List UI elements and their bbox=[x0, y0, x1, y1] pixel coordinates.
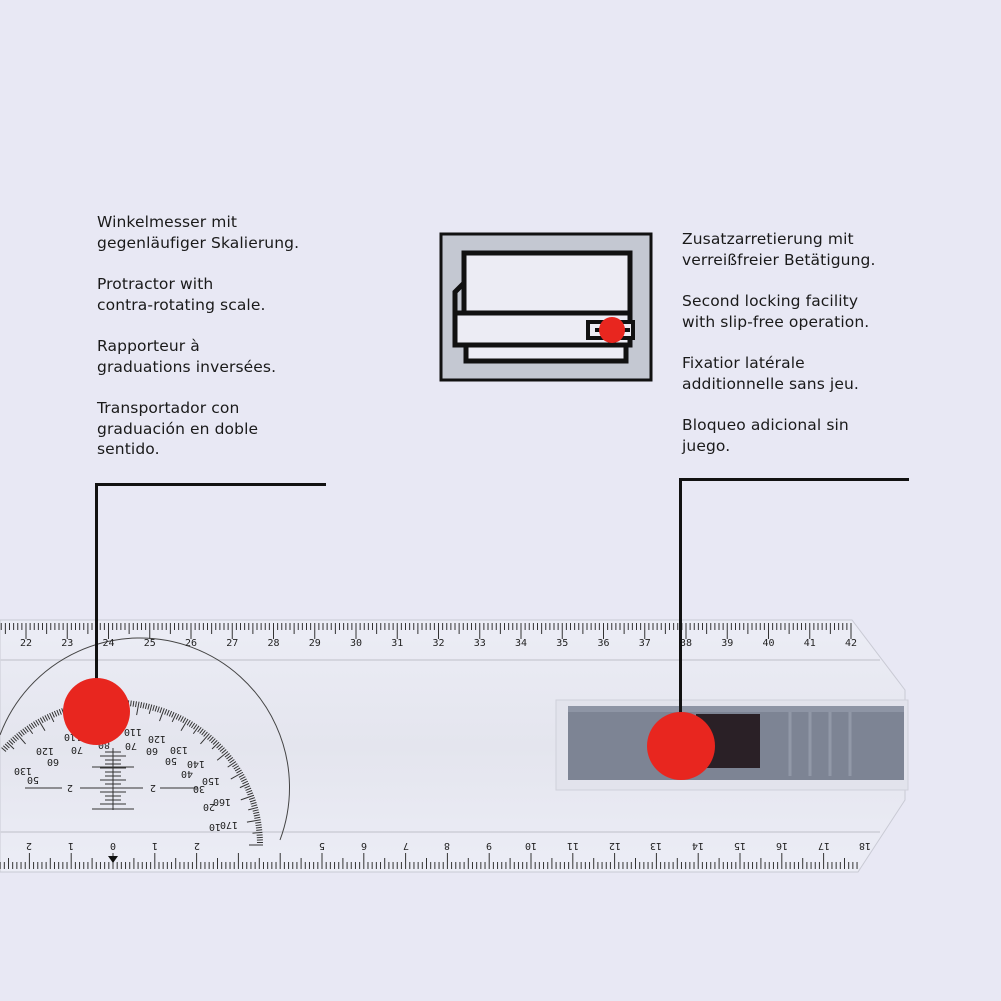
protractor-inner-label: 50 bbox=[165, 755, 178, 767]
top-scale-label: 27 bbox=[226, 638, 239, 649]
protractor-inner-label: 70 bbox=[71, 744, 84, 756]
top-scale-label: 31 bbox=[391, 638, 404, 649]
protractor-inner-label: 30 bbox=[193, 782, 206, 794]
locking-feature-description: Zusatzarretierung mit verreißfreier Betä… bbox=[682, 229, 922, 477]
protractor-inner-label: 60 bbox=[145, 745, 158, 757]
top-scale-label: 40 bbox=[762, 638, 775, 649]
description-de: Zusatzarretierung mit verreißfreier Betä… bbox=[682, 230, 876, 269]
bottom-scale-label: 10 bbox=[524, 840, 538, 851]
protractor-outer-label: 120 bbox=[36, 745, 55, 757]
top-scale-label: 36 bbox=[597, 638, 610, 649]
description-en: Protractor with contra-rotating scale. bbox=[97, 275, 266, 314]
bottom-scale-label: 8 bbox=[444, 840, 451, 851]
bottom-scale-label: 2 bbox=[26, 840, 33, 851]
protractor-outer-label: 110 bbox=[124, 726, 143, 738]
left-leader-horizontal bbox=[95, 483, 326, 486]
bottom-scale-label: 18 bbox=[859, 840, 872, 851]
protractor-outer-label: 130 bbox=[169, 744, 189, 756]
lock-marker-dot bbox=[647, 712, 715, 780]
bottom-scale-label: 7 bbox=[402, 840, 409, 851]
bottom-scale-label: 14 bbox=[692, 840, 705, 851]
top-scale-label: 22 bbox=[19, 638, 33, 649]
top-scale-label: 25 bbox=[143, 638, 156, 649]
protractor-feature-description: Winkelmesser mit gegenläufiger Skalierun… bbox=[97, 212, 337, 481]
top-scale-label: 23 bbox=[61, 638, 74, 649]
protractor-inner-label: 70 bbox=[125, 739, 138, 751]
top-scale-label: 37 bbox=[638, 638, 651, 649]
right-leader-vertical bbox=[679, 478, 682, 744]
bottom-scale-label: 9 bbox=[486, 840, 493, 851]
top-scale-label: 32 bbox=[432, 638, 445, 649]
top-scale-label: 35 bbox=[556, 638, 569, 649]
protractor-outer-label: 170 bbox=[220, 819, 239, 831]
description-es: Bloqueo adicional sin juego. bbox=[682, 416, 849, 455]
protractor-outer-label: 160 bbox=[213, 796, 232, 808]
bottom-scale-label: 1 bbox=[68, 840, 75, 851]
top-scale-label: 33 bbox=[473, 638, 486, 649]
protractor-inner-label: 20 bbox=[203, 801, 216, 813]
bottom-scale-label: 15 bbox=[733, 840, 747, 851]
protractor-center-label: 2 bbox=[66, 782, 74, 793]
protractor-marker-dot bbox=[63, 678, 130, 745]
top-scale-label: 39 bbox=[721, 638, 734, 649]
protractor-inner-label: 60 bbox=[47, 756, 60, 768]
top-scale-label: 29 bbox=[308, 638, 321, 649]
protractor-inner-label: 40 bbox=[180, 767, 193, 779]
bottom-scale-label: 13 bbox=[650, 840, 663, 851]
top-scale-label: 24 bbox=[102, 638, 115, 649]
top-scale-label: 41 bbox=[803, 638, 816, 649]
description-fr: Rapporteur à graduations inversées. bbox=[97, 337, 277, 376]
left-leader-vertical bbox=[95, 483, 98, 711]
description-en: Second locking facility with slip-free o… bbox=[682, 292, 870, 331]
protractor-inner-label: 10 bbox=[209, 821, 222, 833]
protractor-inner-label: 50 bbox=[27, 774, 40, 786]
top-scale-label: 26 bbox=[184, 638, 198, 649]
bottom-scale-label: 17 bbox=[817, 840, 830, 851]
top-scale-label: 42 bbox=[844, 638, 858, 649]
top-scale-label: 34 bbox=[514, 638, 528, 649]
bottom-scale-label: 1 bbox=[151, 840, 158, 851]
top-scale-label: 30 bbox=[349, 638, 363, 649]
top-scale-label: 38 bbox=[679, 638, 693, 649]
right-leader-horizontal bbox=[679, 478, 909, 481]
description-de: Winkelmesser mit gegenläufiger Skalierun… bbox=[97, 213, 300, 252]
bottom-scale-label: 0 bbox=[109, 840, 117, 851]
bottom-scale-label: 5 bbox=[318, 840, 326, 851]
bottom-scale-label: 12 bbox=[608, 840, 621, 851]
description-es: Transportador con graduación en doble se… bbox=[97, 399, 259, 458]
top-scale-label: 28 bbox=[267, 638, 280, 649]
protractor-outer-label: 120 bbox=[148, 732, 167, 744]
bottom-scale-label: 11 bbox=[566, 840, 579, 851]
bottom-scale-label: 6 bbox=[360, 840, 367, 851]
description-fr: Fixatior latérale additionnelle sans jeu… bbox=[682, 354, 859, 393]
protractor-center-label: 2 bbox=[149, 782, 157, 793]
bottom-scale-label: 16 bbox=[775, 840, 788, 851]
bottom-scale-label: 2 bbox=[193, 840, 200, 851]
